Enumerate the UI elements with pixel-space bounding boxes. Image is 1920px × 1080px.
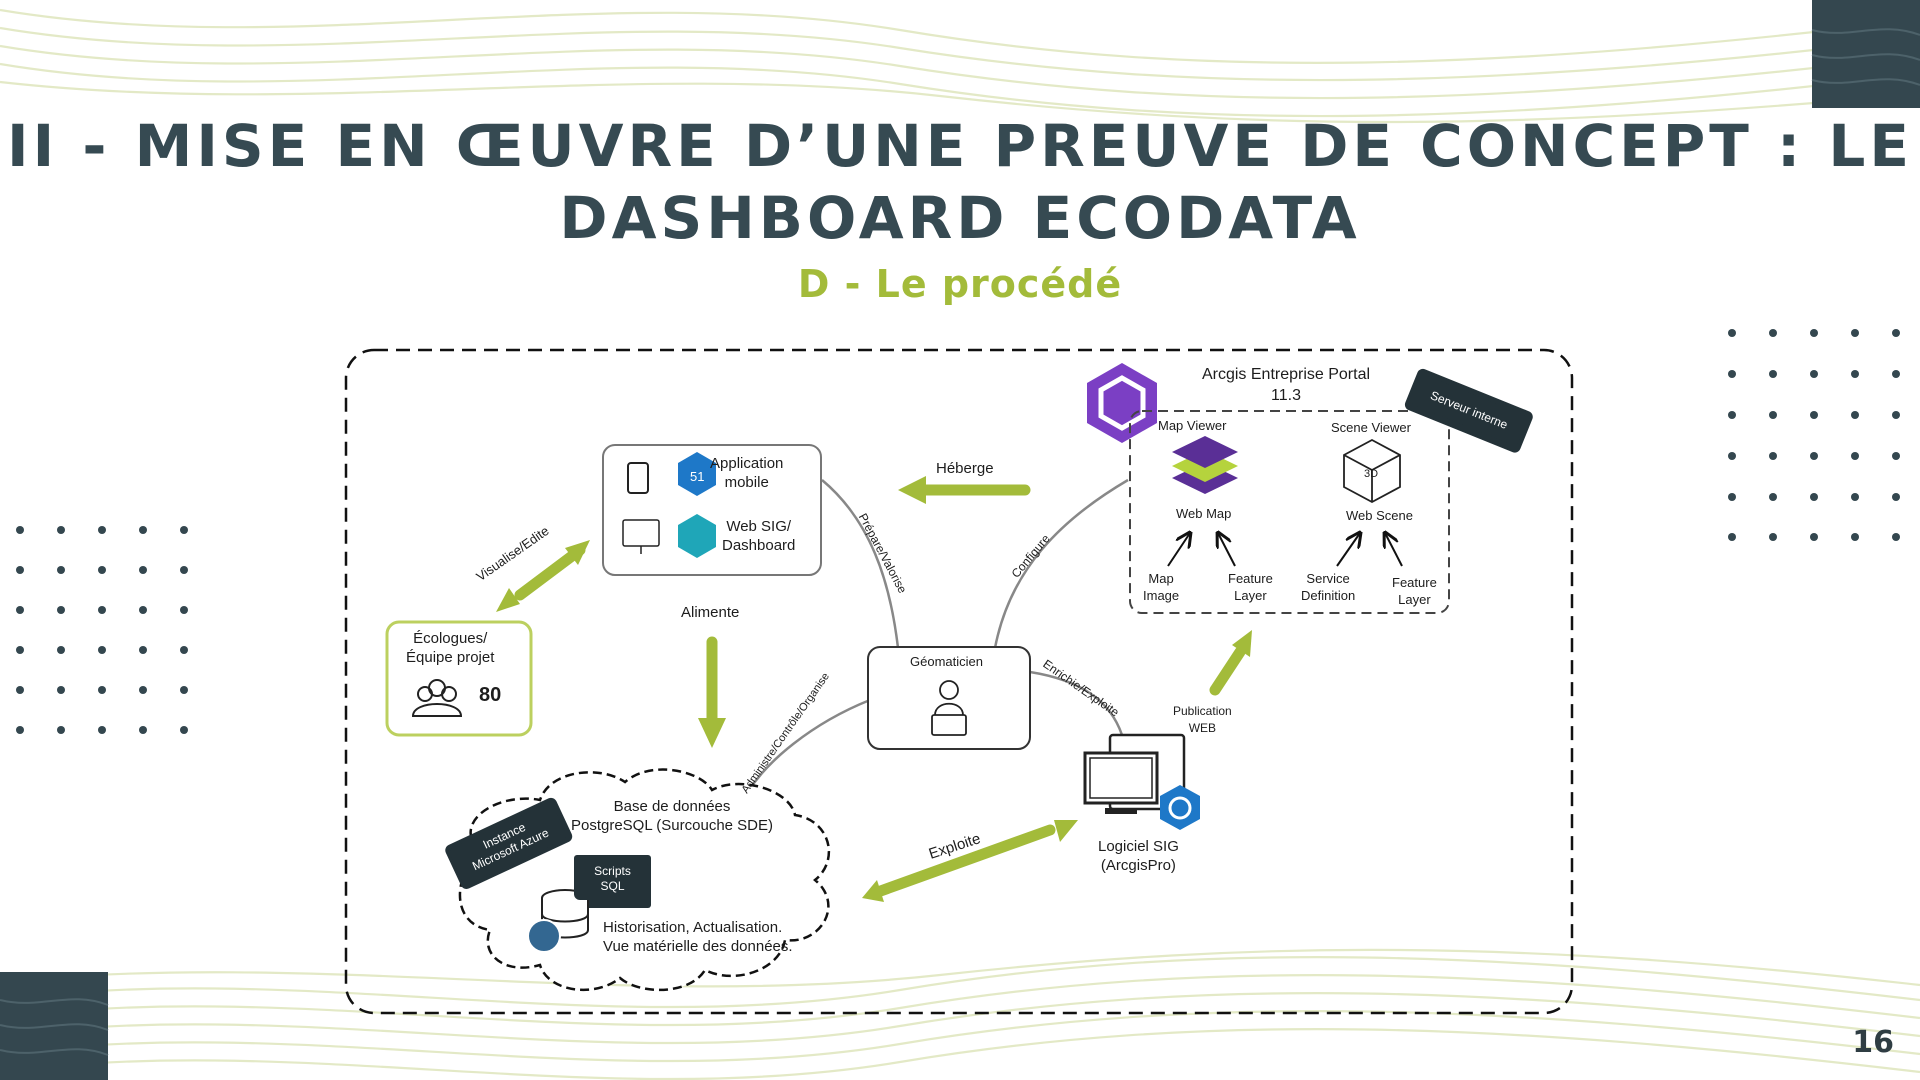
edge-label-heberge: Héberge <box>936 460 994 477</box>
portal-title: Arcgis Entreprise Portal 11.3 <box>1201 366 1371 404</box>
database-description: Historisation, Actualisation. Vue matéri… <box>603 919 793 955</box>
feature-layer-label-2: Feature Layer <box>1392 575 1437 607</box>
mobile-app-icon <box>678 452 716 496</box>
slide-subtitle: D - Le procédé <box>797 262 1123 306</box>
corner-panel-top-right <box>1812 0 1920 108</box>
edge-configure <box>993 478 1129 649</box>
page-number: 16 <box>1852 1025 1894 1060</box>
user-at-computer-icon <box>931 680 967 736</box>
edge-prepare <box>821 479 900 649</box>
map-image-label: Map Image <box>1143 571 1180 603</box>
desktop-computer-icon <box>1083 733 1200 830</box>
slide-title-line-1: II - MISE EN ŒUVRE D’UNE PREUVE DE CONCE… <box>7 112 1913 180</box>
arcgis-portal-icon <box>1087 363 1157 443</box>
dashboard-app-icon <box>678 514 716 558</box>
arrow-publication <box>1209 646 1246 696</box>
diagram-frame <box>344 348 1574 1015</box>
service-definition-label: Service Definition <box>1301 571 1356 603</box>
team-icon <box>411 679 463 717</box>
dot-grid-right <box>1728 329 1900 541</box>
geomaticien-box <box>867 646 1031 750</box>
edge-enrichie <box>1029 670 1124 736</box>
ecologues-count: 80 <box>479 684 502 706</box>
web-scene-label: Web Scene <box>1346 508 1413 523</box>
app-box <box>602 444 822 576</box>
web-map-label: Web Map <box>1176 506 1232 521</box>
portal-dashed-box <box>1129 410 1450 614</box>
database-title: Base de données PostgreSQL (Surcouche SD… <box>570 798 774 834</box>
svg-text:51: 51 <box>690 469 704 484</box>
geomaticien-label: Géomaticien <box>910 654 983 669</box>
logiciel-sig-label: Logiciel SIG (ArcgisPro) <box>1098 838 1179 874</box>
dot-grid-left <box>16 526 188 734</box>
arrow-visualise <box>514 544 586 601</box>
cube-3d-icon <box>1343 438 1401 504</box>
map-viewer-label: Map Viewer <box>1158 418 1227 433</box>
feature-layer-label-1: Feature Layer <box>1228 571 1273 603</box>
arcgis-pro-icon <box>1160 785 1200 830</box>
web-map-icon <box>1172 436 1238 494</box>
app-mobile-label: Application mobile <box>710 455 784 491</box>
scripts-label: Scripts SQL <box>574 864 651 900</box>
cube-3d-label: 3D <box>1364 468 1379 480</box>
web-sig-label: Web SIG/ Dashboard <box>722 518 796 554</box>
scene-viewer-label: Scene Viewer <box>1331 420 1411 435</box>
edge-label-alimente: Alimente <box>681 604 740 621</box>
arrow-exploite <box>869 824 1056 899</box>
ecologues-label: Écologues/ Équipe projet <box>406 630 495 666</box>
phone-icon <box>627 462 649 494</box>
slide-title-line-2: DASHBOARD ECODATA <box>559 184 1361 252</box>
edge-label-publication: Publication WEB <box>1173 704 1232 735</box>
